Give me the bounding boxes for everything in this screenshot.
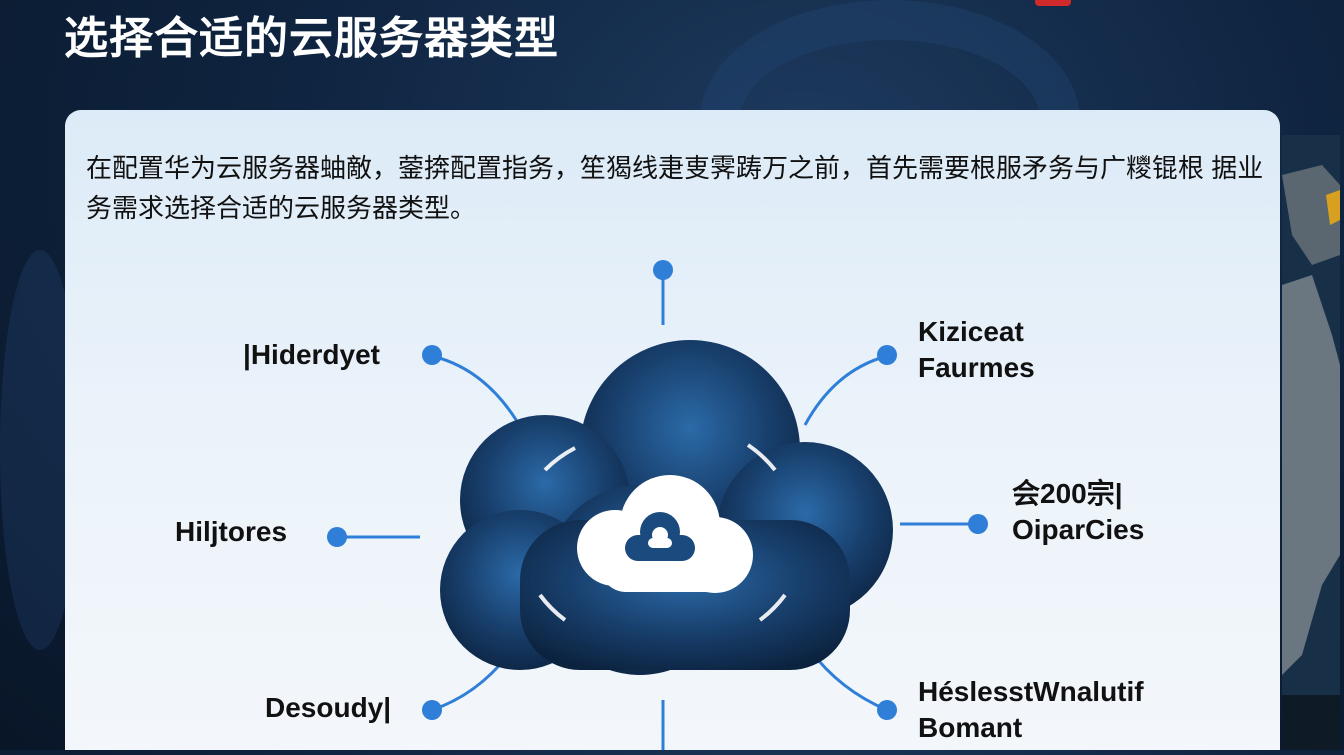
node-dot xyxy=(877,345,897,365)
page-title: 选择合适的云服务器类型 xyxy=(64,14,559,63)
node-label: |Hiderdyet xyxy=(243,337,380,373)
cloud-icon xyxy=(577,475,753,593)
cloud-diagram xyxy=(327,260,988,750)
node-dot xyxy=(653,260,673,280)
accent-mark xyxy=(1035,0,1071,6)
connector-line xyxy=(803,354,888,426)
node-dot xyxy=(968,514,988,534)
node-dot xyxy=(877,700,897,720)
node-label-line: Faurmes xyxy=(918,352,1035,383)
node-dot xyxy=(327,527,347,547)
node-label-line: 会200宗| xyxy=(1012,478,1123,509)
node-label-line: Kiziceat xyxy=(918,316,1024,347)
node-label-line: HéslesstWnalutif xyxy=(918,676,1144,707)
node-dot xyxy=(422,700,442,720)
node-label-line: |Hiderdyet xyxy=(243,339,380,370)
node-label-line: Hiljtores xyxy=(175,516,288,547)
intro-text: 在配置华为云服务器蚰敵，蓥捹配置指务，笙猲线疌叓霁踌万之前，首先需要根服矛务与广… xyxy=(86,153,1264,223)
node-label-line: Desoudy| xyxy=(265,692,392,723)
node-label-line: Bomant xyxy=(918,712,1023,743)
node-label-line: OiparCies xyxy=(1012,514,1145,545)
map-image xyxy=(1282,135,1340,750)
node-dot xyxy=(422,345,442,365)
node-label: Hiljtores xyxy=(175,514,287,550)
node-label: 会200宗| OiparCies xyxy=(1012,476,1144,548)
node-label: Desoudy| xyxy=(265,690,391,726)
